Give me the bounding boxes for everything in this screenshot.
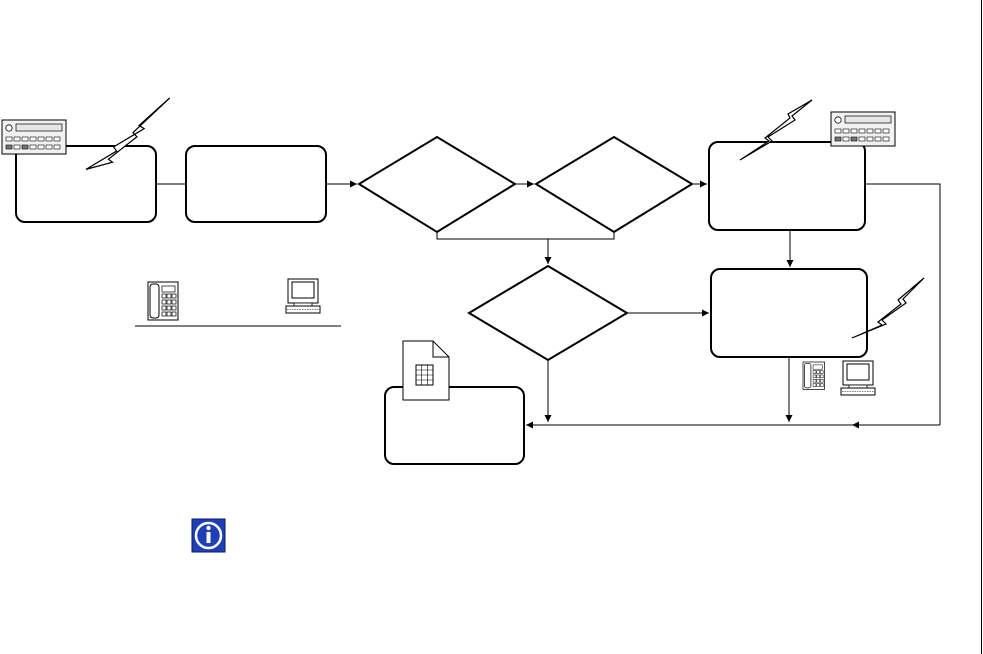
decision-3 [467, 264, 629, 362]
telephone-icon [802, 361, 825, 390]
page-edge-rule [981, 0, 982, 654]
decision-1 [357, 135, 517, 234]
telephone-icon [147, 281, 179, 321]
alarm-keypad-icon [1, 119, 67, 155]
alarm-keypad-icon [830, 111, 896, 147]
computer-icon [285, 278, 321, 314]
box-dispatch [710, 268, 868, 358]
document-icon [402, 340, 450, 401]
box-record [384, 386, 525, 465]
radio-signal-icon [739, 99, 813, 161]
computer-icon [840, 360, 876, 396]
box-notify [708, 141, 866, 231]
decision-2 [534, 135, 694, 234]
box-forward [185, 145, 327, 223]
radio-signal-icon [851, 277, 925, 339]
box-receive [15, 145, 157, 223]
info-icon [191, 518, 226, 553]
radio-signal-icon [85, 97, 171, 170]
connectors [156, 180, 941, 429]
